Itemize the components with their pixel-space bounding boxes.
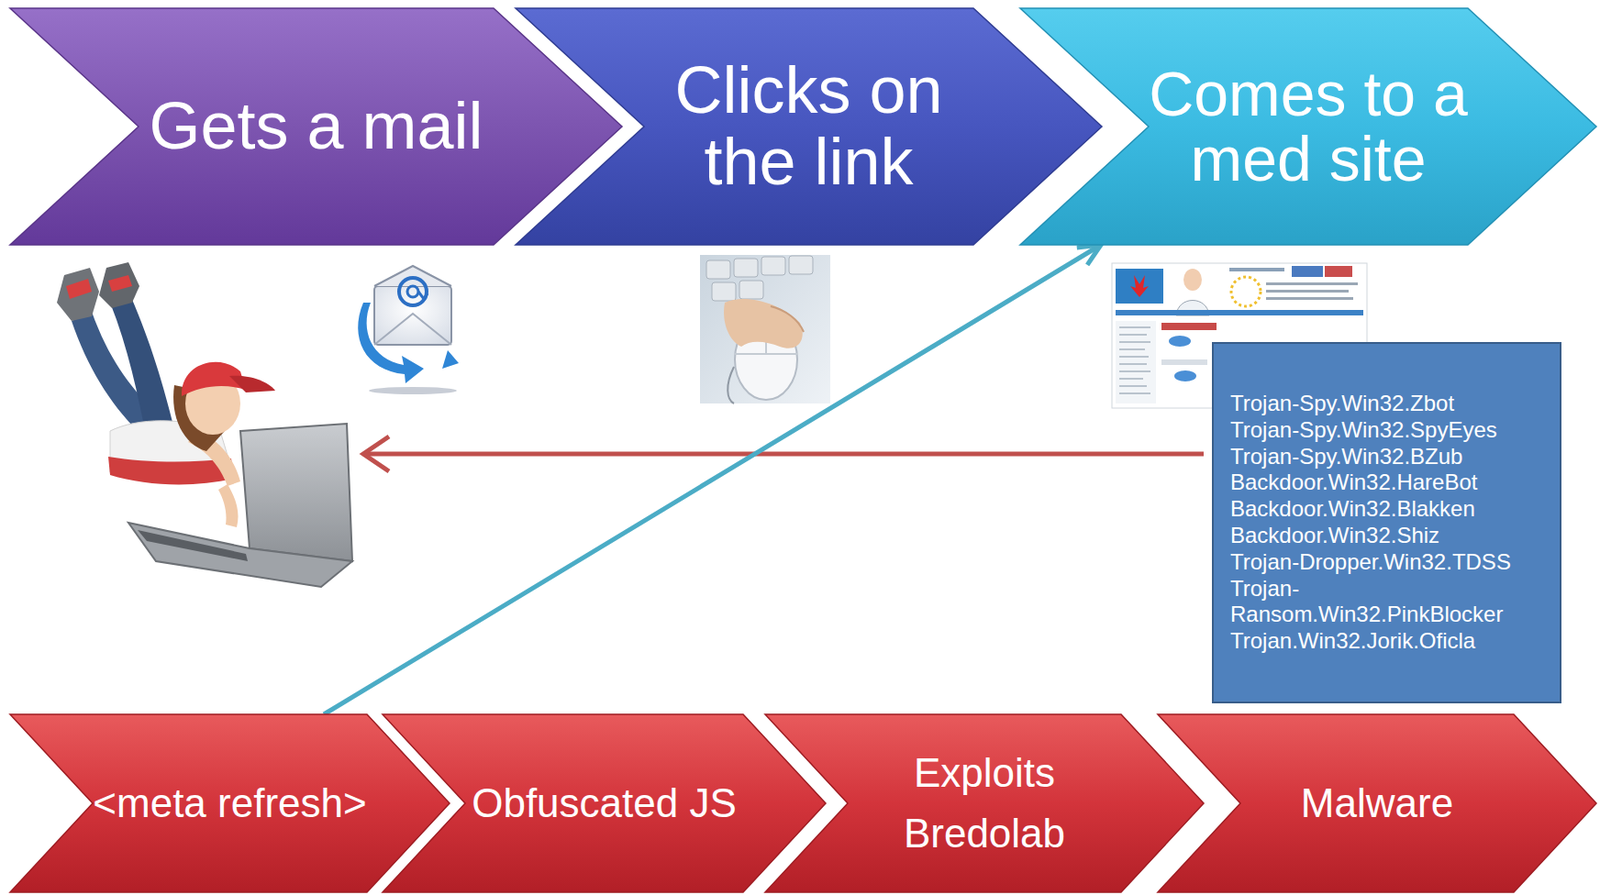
step-chevron: Comes to a med site (1020, 8, 1597, 245)
attack-label: Exploits (913, 751, 1056, 796)
text-area: Trojan-Spy.Win32.ZbotTrojan-Spy.Win32.Sp… (1213, 344, 1560, 702)
step-chevron: Gets a mail (10, 8, 623, 245)
malware-name: Backdoor.Win32.Blakken (1230, 496, 1476, 523)
attack-label: Obfuscated JS (471, 781, 737, 826)
malware-name: Backdoor.Win32.HareBot (1230, 469, 1478, 497)
text-area: Comes to a med site (1020, 8, 1597, 245)
malware-name: Trojan-Spy.Win32.BZub (1230, 444, 1463, 471)
attack-label: Bredolab (903, 811, 1066, 856)
malware-name: Trojan-Dropper.Win32.TDSS (1230, 549, 1512, 577)
text-area: Malware (1157, 714, 1597, 893)
attack-chevron: Malware (1157, 714, 1597, 893)
attack-chevron: ExploitsBredolab (765, 714, 1204, 893)
email-icon (357, 266, 459, 395)
girl-with-laptop (56, 262, 353, 588)
malware-name: Trojan.Win32.Jorik.Oficla (1230, 628, 1476, 656)
redirect-arrow (323, 244, 1101, 715)
step-label: Comes to a med site (1148, 61, 1468, 193)
step-label: Gets a mail (148, 90, 483, 163)
step-chevron: Clicks on the link (515, 8, 1102, 245)
text-area: Obfuscated JS (382, 714, 826, 893)
malware-list-box: Trojan-Spy.Win32.ZbotTrojan-Spy.Win32.Sp… (1211, 342, 1562, 704)
text-area: ExploitsBredolab (765, 714, 1204, 893)
text-area: Clicks on the link (515, 8, 1102, 245)
malware-name: Backdoor.Win32.Shiz (1230, 522, 1440, 550)
malware-name: Trojan-Ransom.Win32.PinkBlocker (1230, 576, 1544, 630)
text-area: <meta refresh> (10, 714, 450, 893)
text-area: Gets a mail (10, 8, 623, 245)
attack-label: Malware (1300, 781, 1454, 826)
attack-chevron: <meta refresh> (10, 714, 450, 893)
attack-label: <meta refresh> (92, 781, 367, 826)
step-label: Clicks on the link (644, 55, 974, 199)
infection-arrow (363, 436, 1204, 472)
attack-chevron: Obfuscated JS (382, 714, 826, 893)
mouse-photo (700, 255, 831, 404)
malware-name: Trojan-Spy.Win32.SpyEyes (1230, 417, 1498, 445)
chevron-shape (765, 714, 1204, 893)
malware-name: Trojan-Spy.Win32.Zbot (1230, 390, 1455, 418)
